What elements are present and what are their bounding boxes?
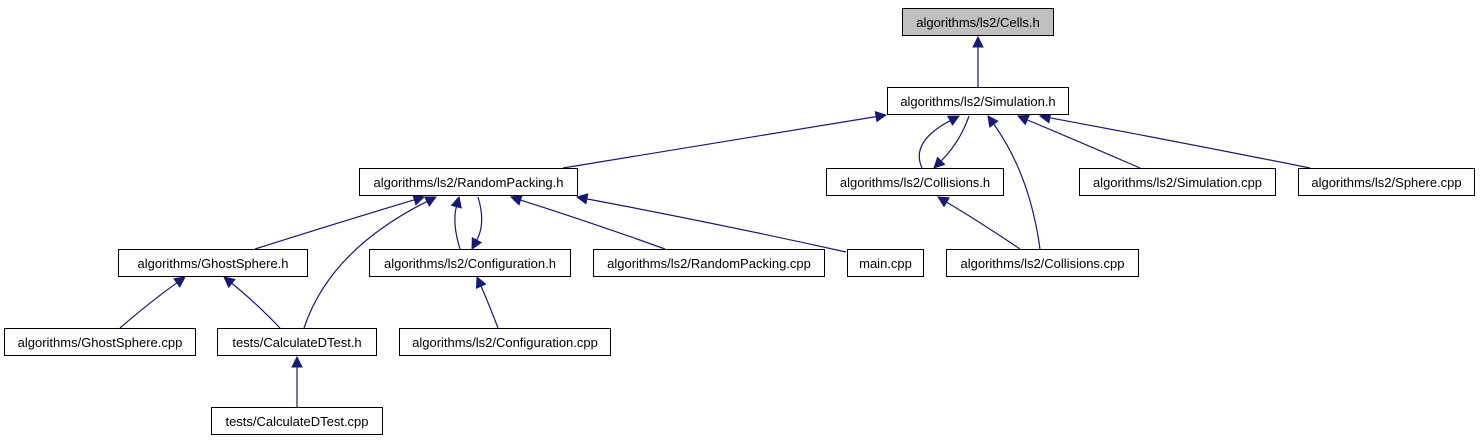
edge-calculatedtest_h-to-randompacking_h xyxy=(303,196,437,329)
edge-calculatedtest_h-to-ghostsphere_h xyxy=(223,276,281,329)
edge-ghostsphere_h-to-randompacking_h xyxy=(254,194,426,250)
edge-arrowhead xyxy=(937,196,950,208)
edge-arrowhead xyxy=(575,193,589,205)
edge-arrowhead xyxy=(987,115,999,128)
edge-line xyxy=(476,196,483,241)
edge-line xyxy=(586,198,847,253)
node-collisions-h[interactable]: algorithms/ls2/Collisions.h xyxy=(826,168,1004,196)
edge-arrowhead xyxy=(424,196,437,207)
node-randompacking-cpp[interactable]: algorithms/ls2/RandomPacking.cpp xyxy=(593,249,825,277)
node-configuration-h[interactable]: algorithms/ls2/Configuration.h xyxy=(369,249,571,277)
edge-collisions_cpp-to-collisions_h xyxy=(937,196,1021,250)
node-main-cpp[interactable]: main.cpp xyxy=(847,249,924,277)
edge-line xyxy=(480,285,499,329)
node-calculatedtest-h[interactable]: tests/CalculateDTest.h xyxy=(217,328,377,356)
node-randompacking-h[interactable]: algorithms/ls2/RandomPacking.h xyxy=(359,168,578,196)
edge-arrowhead xyxy=(223,276,236,289)
node-cells-h: algorithms/ls2/Cells.h xyxy=(902,8,1054,36)
edge-line xyxy=(303,200,428,329)
edge-arrowhead xyxy=(947,115,960,127)
edge-simulation_cpp-to-simulation_h xyxy=(1016,114,1141,169)
edge-randompacking_h-to-configuration_h xyxy=(471,196,483,250)
node-ghostsphere-cpp[interactable]: algorithms/GhostSphere.cpp xyxy=(4,328,196,356)
edge-simulation_h-to-collisions_h xyxy=(933,115,970,169)
edge-line xyxy=(454,206,461,250)
edge-line xyxy=(946,201,1021,250)
edge-arrowhead xyxy=(291,355,303,368)
edge-arrowhead xyxy=(471,237,483,250)
edge-arrowhead xyxy=(509,194,523,206)
edge-arrowhead xyxy=(173,276,186,288)
edge-randompacking_cpp-to-randompacking_h xyxy=(509,194,666,250)
edge-collisions_h-to-simulation_h xyxy=(918,115,960,169)
edge-arrowhead xyxy=(450,195,462,209)
node-ghostsphere-h[interactable]: algorithms/GhostSphere.h xyxy=(118,249,308,277)
node-collisions-cpp[interactable]: algorithms/ls2/Collisions.cpp xyxy=(946,249,1139,277)
edge-configuration_cpp-to-configuration_h xyxy=(475,275,499,329)
edge-line xyxy=(918,120,951,169)
edge-collisions_cpp-to-simulation_h xyxy=(987,115,1041,250)
edge-arrowhead xyxy=(1016,114,1030,126)
edge-line xyxy=(520,199,666,250)
edge-randompacking_h-to-simulation_h xyxy=(562,110,888,169)
node-configuration-cpp[interactable]: algorithms/ls2/Configuration.cpp xyxy=(399,328,611,356)
node-simulation-cpp[interactable]: algorithms/ls2/Simulation.cpp xyxy=(1079,168,1276,196)
edge-main_cpp-to-randompacking_h xyxy=(575,193,847,253)
node-simulation-h[interactable]: algorithms/ls2/Simulation.h xyxy=(887,87,1069,115)
edge-arrowhead xyxy=(412,194,426,206)
edge-line xyxy=(940,115,970,162)
edge-configuration_h-to-randompacking_h xyxy=(450,195,462,250)
edge-line xyxy=(562,116,877,169)
node-calculatedtest-cpp[interactable]: tests/CalculateDTest.cpp xyxy=(211,407,383,435)
node-sphere-cpp[interactable]: algorithms/ls2/Sphere.cpp xyxy=(1298,168,1475,196)
edge-sphere_cpp-to-simulation_h xyxy=(1038,112,1311,169)
edge-line xyxy=(1049,117,1311,169)
edge-arrowhead xyxy=(874,110,888,123)
edge-arrowhead xyxy=(972,35,984,48)
edge-line xyxy=(119,282,178,329)
edge-line xyxy=(231,282,281,329)
edge-calculatedtest_cpp-to-calculatedtest_h xyxy=(291,355,303,407)
edge-ghostsphere_cpp-to-ghostsphere_h xyxy=(119,276,186,329)
edge-simulation_h-to-cells_h xyxy=(972,35,984,87)
edge-arrowhead xyxy=(933,156,946,169)
edge-arrowhead xyxy=(475,275,487,289)
edge-line xyxy=(254,199,415,250)
edge-line xyxy=(993,123,1041,250)
edge-line xyxy=(1026,119,1141,169)
